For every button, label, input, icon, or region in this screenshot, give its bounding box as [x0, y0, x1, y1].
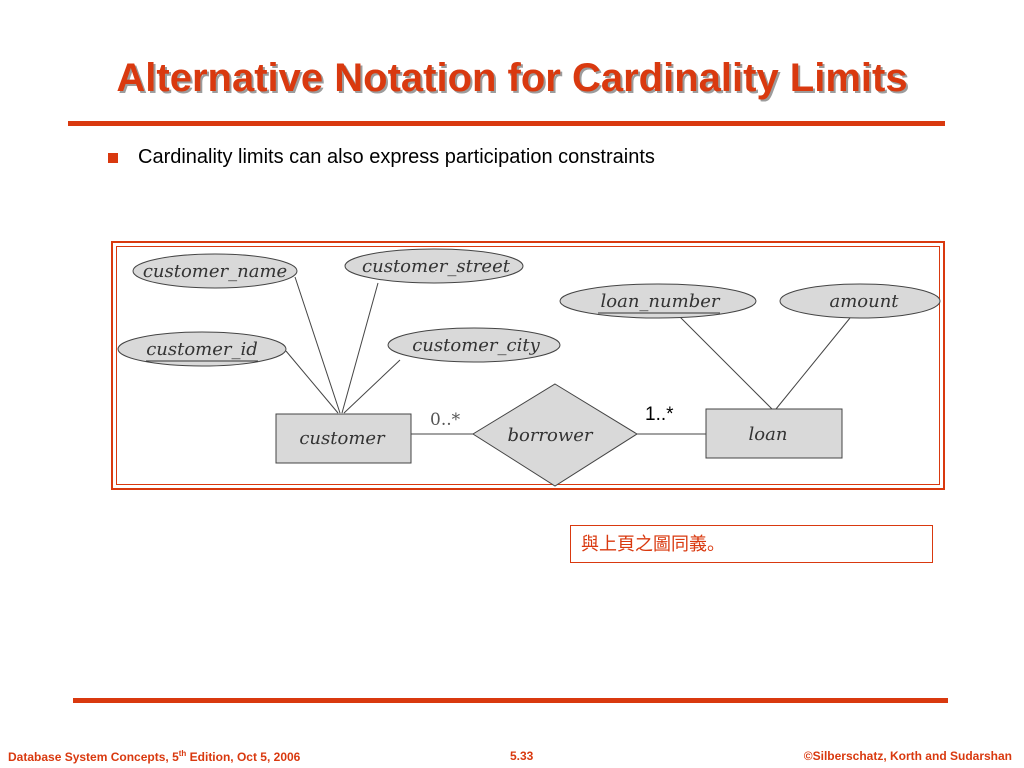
line-customer-id: [285, 350, 339, 414]
footer-page-number: 5.33: [510, 749, 534, 763]
footer-edition-superscript: th: [178, 749, 187, 758]
relationship-borrower: borrower: [472, 383, 638, 487]
entity-customer: customer: [275, 413, 412, 464]
er-diagram-frame: [111, 241, 945, 490]
er-diagram-inner-border: [116, 246, 940, 485]
slide-title: Alternative Notation for Cardinality Lim…: [116, 56, 908, 100]
line-loan-number: [679, 316, 773, 410]
attribute-customer-id-label: customer_id: [146, 339, 258, 360]
footer-book-name: Database System Concepts, 5: [8, 750, 179, 764]
cardinality-loan-side: 1..*: [645, 404, 674, 425]
line-customer-street: [341, 282, 379, 414]
footer-copyright: ©Silberschatz, Korth and Sudarshan: [803, 749, 1012, 763]
cardinality-customer-side: 0..*: [430, 410, 461, 430]
attribute-customer-id: customer_id: [117, 331, 287, 367]
line-customer-city: [343, 359, 401, 414]
attribute-amount-label: amount: [829, 291, 899, 312]
attribute-customer-city-label: customer_city: [412, 335, 540, 356]
attribute-customer-city: customer_city: [387, 327, 561, 363]
title-divider: [68, 121, 945, 126]
square-bullet-icon: [108, 152, 118, 163]
attribute-customer-street-label: customer_street: [362, 256, 511, 277]
note-box: 與上頁之圖同義。: [570, 525, 933, 563]
footer-book-title: Database System Concepts, 5th Edition, O…: [8, 749, 300, 764]
attribute-loan-number: loan_number: [559, 283, 757, 319]
footer-divider: [73, 698, 948, 703]
footer-edition-date: Edition, Oct 5, 2006: [186, 750, 301, 764]
line-customer-name: [294, 276, 341, 414]
entity-loan-label: loan: [749, 424, 788, 445]
relationship-borrower-label: borrower: [507, 425, 593, 446]
bullet-text: Cardinality limits can also express part…: [138, 146, 655, 168]
entity-customer-label: customer: [299, 428, 386, 449]
attribute-customer-name-label: customer_name: [143, 261, 287, 282]
attribute-loan-number-label: loan_number: [601, 291, 721, 312]
attribute-customer-name: customer_name: [132, 253, 298, 289]
connector-lines: [285, 276, 851, 435]
bullet-item: Cardinality limits can also express part…: [108, 146, 655, 169]
entity-loan: loan: [705, 408, 843, 459]
attribute-amount: amount: [779, 283, 941, 319]
line-amount: [775, 317, 851, 410]
attribute-customer-street: customer_street: [344, 248, 524, 284]
